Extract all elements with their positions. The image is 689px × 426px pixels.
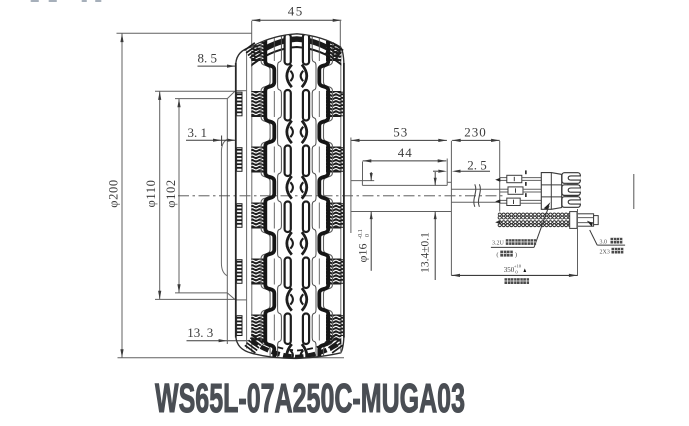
svg-text:13. 3: 13. 3 — [187, 325, 213, 340]
svg-text:φ200: φ200 — [106, 179, 120, 207]
svg-text:): ) — [515, 251, 517, 258]
svg-text:WS65L-07A250C-MUGA03: WS65L-07A250C-MUGA03 — [155, 375, 465, 421]
svg-text:φ16: φ16 — [355, 244, 369, 263]
svg-text:3.2U: 3.2U — [492, 241, 505, 247]
svg-text:0: 0 — [365, 234, 371, 237]
svg-text:φ102: φ102 — [164, 179, 178, 207]
svg-text:φ110: φ110 — [144, 180, 158, 208]
svg-text:+10: +10 — [514, 264, 522, 269]
svg-text:13.4±0.1: 13.4±0.1 — [419, 232, 431, 273]
svg-text:230: 230 — [464, 125, 487, 140]
svg-text:3. 1: 3. 1 — [188, 125, 208, 140]
svg-text:53: 53 — [393, 125, 408, 140]
svg-text:8. 5: 8. 5 — [198, 51, 218, 66]
svg-text:350: 350 — [504, 266, 515, 274]
svg-text:0: 0 — [515, 270, 518, 275]
svg-text:(: ( — [496, 251, 498, 258]
svg-text:44: 44 — [398, 145, 413, 160]
svg-text:3.0: 3.0 — [600, 239, 608, 245]
svg-text:2X3: 2X3 — [600, 249, 610, 255]
svg-text:2. 5: 2. 5 — [467, 158, 487, 173]
svg-text:45: 45 — [288, 4, 304, 19]
svg-text:-0.1: -0.1 — [358, 229, 364, 239]
